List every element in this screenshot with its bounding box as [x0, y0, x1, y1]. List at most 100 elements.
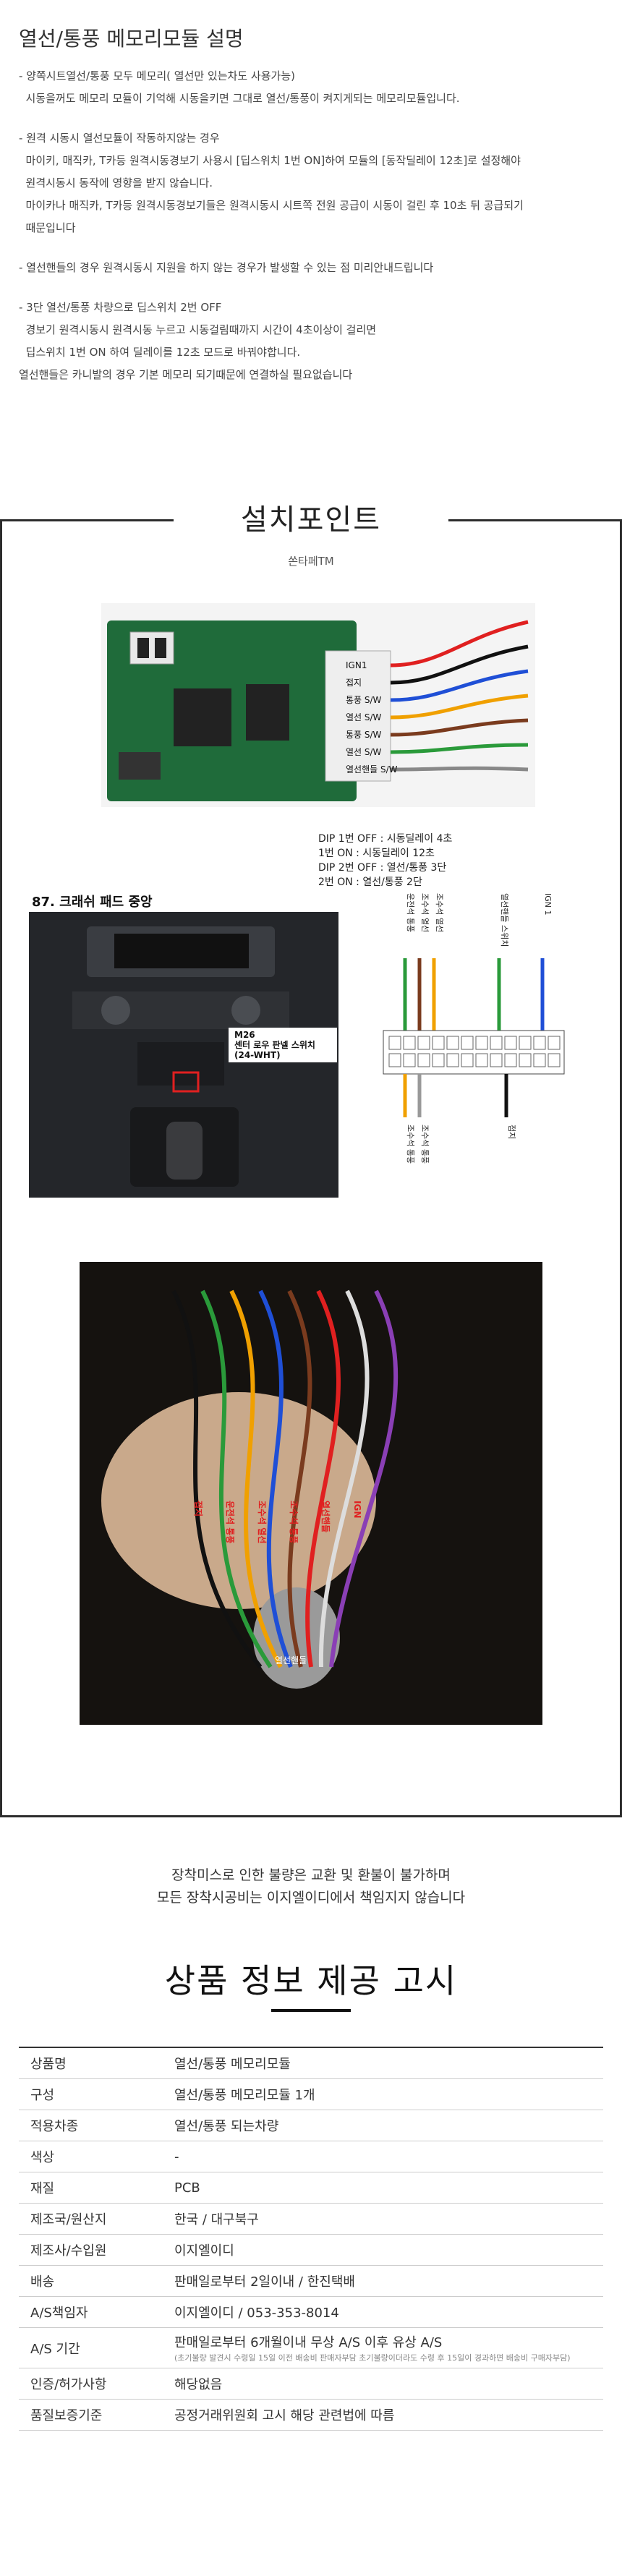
connector-pin [388, 1053, 401, 1067]
info-row-value-text: 이지엘이디 / 053-353-8014 [174, 2306, 339, 2321]
connector-pin [504, 1036, 517, 1050]
intro-line: 경보기 원격시동시 원격시동 누르고 시동걸림때까지 시간이 4초이상이 걸리면 [19, 323, 377, 336]
driver-chip [246, 684, 289, 741]
intro-line: 마이카나 매직카, T카등 원격시동경보기들은 원격시동시 시트쪽 전원 공급이… [19, 199, 524, 212]
intro-line: 열선핸들은 카니발의 경우 기본 메모리 되기때문에 연결하실 필요없습니다 [19, 368, 353, 381]
pcb-connector [325, 650, 391, 782]
connector-top-label: 열선핸들 스위치 [500, 893, 509, 947]
info-row-value: 해당없음 [174, 2370, 603, 2397]
photo-wire-label: 열선핸들 [320, 1501, 331, 1532]
info-row-value: 열선/통풍 되는차량 [174, 2112, 603, 2139]
switch-callout: M26 센터 로우 판넬 스위치 (24-WHT) [229, 1028, 337, 1062]
connector-bottom-label: 조수석 통풍 [406, 1125, 415, 1164]
photo-wire [258, 1289, 293, 1668]
info-row-value-text: 열선/통풍 되는차량 [174, 2119, 279, 2134]
info-row-key: 상품명 [30, 2057, 67, 2072]
info-row-key: A/S책임자 [30, 2306, 88, 2321]
connector-pin [490, 1053, 503, 1067]
info-row-value-text: 판매일로부터 2일이내 / 한진택배 [174, 2274, 355, 2290]
info-row-value: 이지엘이디 / 053-353-8014 [174, 2298, 603, 2326]
pcb-wire [390, 743, 529, 754]
connector-pin [446, 1053, 459, 1067]
connector-pin [432, 1053, 445, 1067]
connector-bottom-label: 접지 [507, 1125, 516, 1139]
info-row-key: 구성 [30, 2088, 55, 2103]
info-row-value-text: PCB [174, 2180, 200, 2196]
pcb-wire [390, 620, 529, 668]
dip-settings: DIP 1번 OFF : 시동딜레이 4초1번 ON : 시동딜레이 12초 D… [318, 832, 622, 890]
connector-pin [388, 1036, 401, 1050]
photo-wire-label: 운전석 통풍 [225, 1501, 236, 1543]
info-row-note: (초기불량 발견시 수령일 15일 이전 배송비 판매자부담 초기불량이더라도 … [174, 2353, 571, 2363]
connector-pin [533, 1053, 546, 1067]
connector-top-label: IGN 1 [543, 893, 553, 916]
connector-pin [446, 1036, 459, 1050]
connector-top-label: 조수석 열선 [420, 893, 430, 932]
connector-pin [533, 1036, 546, 1050]
info-row-value-text: 열선/통풍 메모리모듈 1개 [174, 2088, 315, 2103]
info-row: 상품명 열선/통풍 메모리모듈 [19, 2048, 603, 2079]
intro-lines: - 양쪽시트열선/통풍 모두 메모리( 열선만 있는차도 사용가능) 시동을꺼도… [19, 65, 603, 386]
dip-switch [129, 631, 174, 665]
info-row-key: 품질보증기준 [30, 2408, 103, 2423]
pcb-wire-label: IGN1 [346, 660, 367, 670]
install-subtitle: 쏜타페TM [288, 555, 334, 568]
pcb-wire-label: 열선핸들 S/W [346, 764, 398, 775]
intro-gap [19, 239, 603, 257]
info-row-value-text: 공정거래위원회 고시 해당 관련법에 따름 [174, 2408, 395, 2423]
info-row-value: - [174, 2145, 603, 2169]
info-row-key: 재질 [30, 2181, 55, 2196]
info-row: 인증/허가사항 해당없음 [19, 2368, 603, 2400]
info-row-value-text: 열선/통풍 메모리모듈 [174, 2057, 291, 2072]
intro-line: 딥스위치 1번 ON 하여 딜레이를 12초 모드로 바꿔야합니다. [19, 346, 301, 359]
pcb-board [107, 620, 357, 801]
crash-pad-title: 87. 크래쉬 패드 중앙 [32, 895, 153, 910]
info-row-key: 인증/허가사항 [30, 2377, 107, 2392]
info-row-value-text: - [174, 2149, 179, 2165]
intro-line: - 3단 열선/통풍 차량으로 딥스위치 2번 OFF [19, 301, 222, 314]
connector-top-label: 조수석 열선 [435, 893, 444, 932]
photo-wire [287, 1289, 312, 1668]
info-row-value: 판매일로부터 2일이내 / 한진택배 [174, 2267, 603, 2295]
intro-gap [19, 279, 603, 297]
connector-pin [519, 1036, 532, 1050]
intro-title: 열선/통풍 메모리모듈 설명 [19, 27, 244, 51]
info-row-value-text: 판매일로부터 6개월이내 무상 A/S 이후 유상 A/S [174, 2335, 443, 2350]
connector-pin [461, 1036, 474, 1050]
pcb-wire-label: 접지 [346, 678, 362, 688]
photo-wire [318, 1289, 370, 1668]
info-row-key: 색상 [30, 2150, 55, 2165]
install-title: 설치포인트 [241, 503, 381, 537]
info-row-key: 배송 [30, 2274, 55, 2290]
connector-pin [475, 1053, 488, 1067]
pcb-wire [390, 669, 529, 702]
connector-pin [403, 1036, 416, 1050]
pcb-wire [390, 718, 529, 737]
connector-pin [548, 1053, 561, 1067]
pcb-wire-label: 통풍 S/W [346, 730, 382, 740]
installation-notice: 장착미스로 인한 불량은 교환 및 환불이 불가하며 모든 장착시공비는 이지엘… [156, 1867, 466, 1906]
connector-pin [490, 1036, 503, 1050]
photo-wire [305, 1289, 341, 1668]
photo-bottom-label: 열선핸들 [275, 1655, 307, 1666]
install-title-wrap: 설치포인트 [174, 495, 448, 546]
info-row-key: 제조사/수입원 [30, 2243, 107, 2259]
connector-pin [504, 1053, 517, 1067]
intro-line: 시동을꺼도 메모리 모듈이 기억해 시동을키면 그대로 열선/통풍이 켜지게되는… [19, 92, 460, 105]
info-title-underline [271, 2009, 351, 2012]
intro-section: 열선/통풍 메모리모듈 설명 - 양쪽시트열선/통풍 모두 메모리( 열선만 있… [0, 0, 622, 386]
photo-wire-label: IGN [352, 1501, 362, 1518]
photo-wire-label: 조수석 열선 [257, 1501, 268, 1543]
info-row-value: 열선/통풍 메모리모듈 [174, 2050, 603, 2077]
mcu-chip [174, 688, 231, 746]
connector-pin [403, 1053, 416, 1067]
intro-line: 마이키, 매직카, T카등 원격시동경보기 사용시 [딥스위치 1번 ON]하여… [19, 154, 521, 167]
info-row-value: 한국 / 대구북구 [174, 2205, 603, 2232]
connector-pin [519, 1053, 532, 1067]
intro-line: - 양쪽시트열선/통풍 모두 메모리( 열선만 있는차도 사용가능) [19, 69, 295, 82]
